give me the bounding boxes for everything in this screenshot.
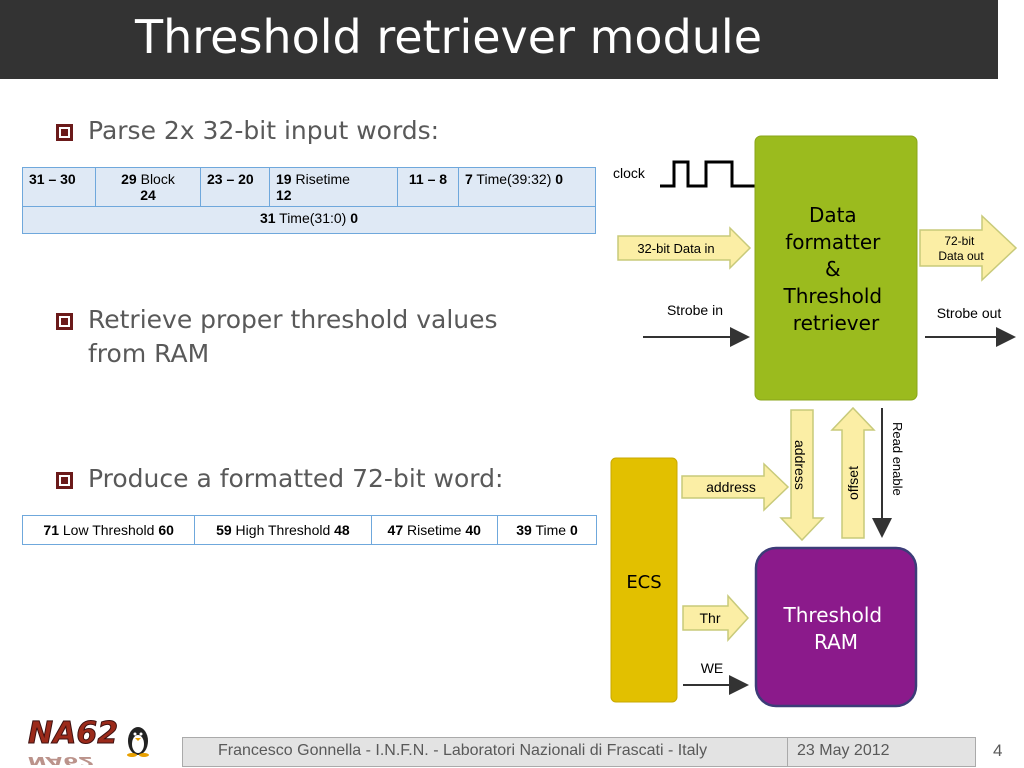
formatter-label-line: Threshold xyxy=(783,284,883,308)
footer-date: 23 May 2012 xyxy=(797,742,890,759)
svg-text:72-bit Data out: 72-bit Data out xyxy=(938,234,984,263)
table-row: 31 Time(31:0) 0 xyxy=(22,206,596,234)
svg-text:Threshold RAM: Threshold RAM xyxy=(783,603,889,654)
thr-arrow xyxy=(682,594,750,642)
table-cell: 59 High Threshold 48 xyxy=(194,515,372,545)
strobe-out-label: Strobe out xyxy=(937,305,1002,321)
bullet-icon xyxy=(56,472,73,489)
clock-waveform xyxy=(660,160,756,188)
footer-author: Francesco Gonnella - I.N.F.N. - Laborato… xyxy=(218,742,708,759)
table-cell: 39 Time 0 xyxy=(497,515,597,545)
bullet-parse: Parse 2x 32-bit input words: xyxy=(88,116,440,145)
bullet-icon xyxy=(56,124,73,141)
read-enable-label: Read enable xyxy=(890,422,905,496)
address-down-arrow xyxy=(779,409,825,542)
thr-label: Thr xyxy=(700,610,721,626)
table-row: 71 Low Threshold 60 59 High Threshold 48… xyxy=(21,515,597,545)
ecs-label: ECS xyxy=(626,572,661,593)
bullet-produce: Produce a formatted 72-bit word: xyxy=(88,464,504,493)
table-cell: 31 – 30 xyxy=(22,167,96,207)
data-out-label: 72-bit xyxy=(944,234,975,248)
offset-up-arrow xyxy=(830,406,876,539)
penguin-icon xyxy=(127,727,149,757)
formatter-label-line: formatter xyxy=(785,230,881,254)
formatter-label-line: & xyxy=(825,257,841,281)
address-arrow xyxy=(681,462,790,512)
title-bar xyxy=(0,0,998,79)
footer-divider xyxy=(787,737,788,767)
data-in-label: 32-bit Data in xyxy=(637,241,714,256)
table-cell: 11 – 8 xyxy=(397,167,459,207)
formatter-label-line: Data xyxy=(809,203,857,227)
ram-label: RAM xyxy=(814,630,858,654)
data-out-label: Data out xyxy=(938,249,984,263)
table-cell: 23 – 20 xyxy=(200,167,270,207)
data-in-arrow xyxy=(617,226,752,270)
data-formatter-block xyxy=(754,135,918,401)
table-cell: 31 Time(31:0) 0 xyxy=(22,206,596,234)
we-label: WE xyxy=(701,660,724,676)
ecs-block xyxy=(610,457,678,703)
threshold-ram-block xyxy=(754,546,918,708)
na62-logo: NA62 NA62 xyxy=(28,716,149,765)
offset-label: offset xyxy=(845,466,861,500)
table-cell: 71 Low Threshold 60 xyxy=(21,515,196,545)
address-vertical-label: address xyxy=(792,440,808,490)
table-cell: 7 Time(39:32) 0 xyxy=(458,167,596,207)
clock-label: clock xyxy=(613,165,646,181)
output-word-table: 71 Low Threshold 60 59 High Threshold 48… xyxy=(21,515,597,545)
logo-reflection: NA62 xyxy=(28,753,94,765)
logo-text: NA62 xyxy=(28,716,118,751)
footer-bar xyxy=(182,737,976,767)
ram-label: Threshold xyxy=(783,603,883,627)
strobe-in-label: Strobe in xyxy=(667,302,723,318)
bullet-icon xyxy=(56,313,73,330)
address-arrow-label: address xyxy=(706,479,756,495)
slide-title: Threshold retriever module xyxy=(135,10,762,64)
svg-text:Data formatter & T: Data formatter & Threshold retriever xyxy=(783,203,889,335)
data-out-arrow xyxy=(919,214,1018,282)
table-cell: 47 Risetime 40 xyxy=(370,515,498,545)
page-number: 4 xyxy=(993,741,1003,760)
formatter-label-line: retriever xyxy=(793,311,880,335)
